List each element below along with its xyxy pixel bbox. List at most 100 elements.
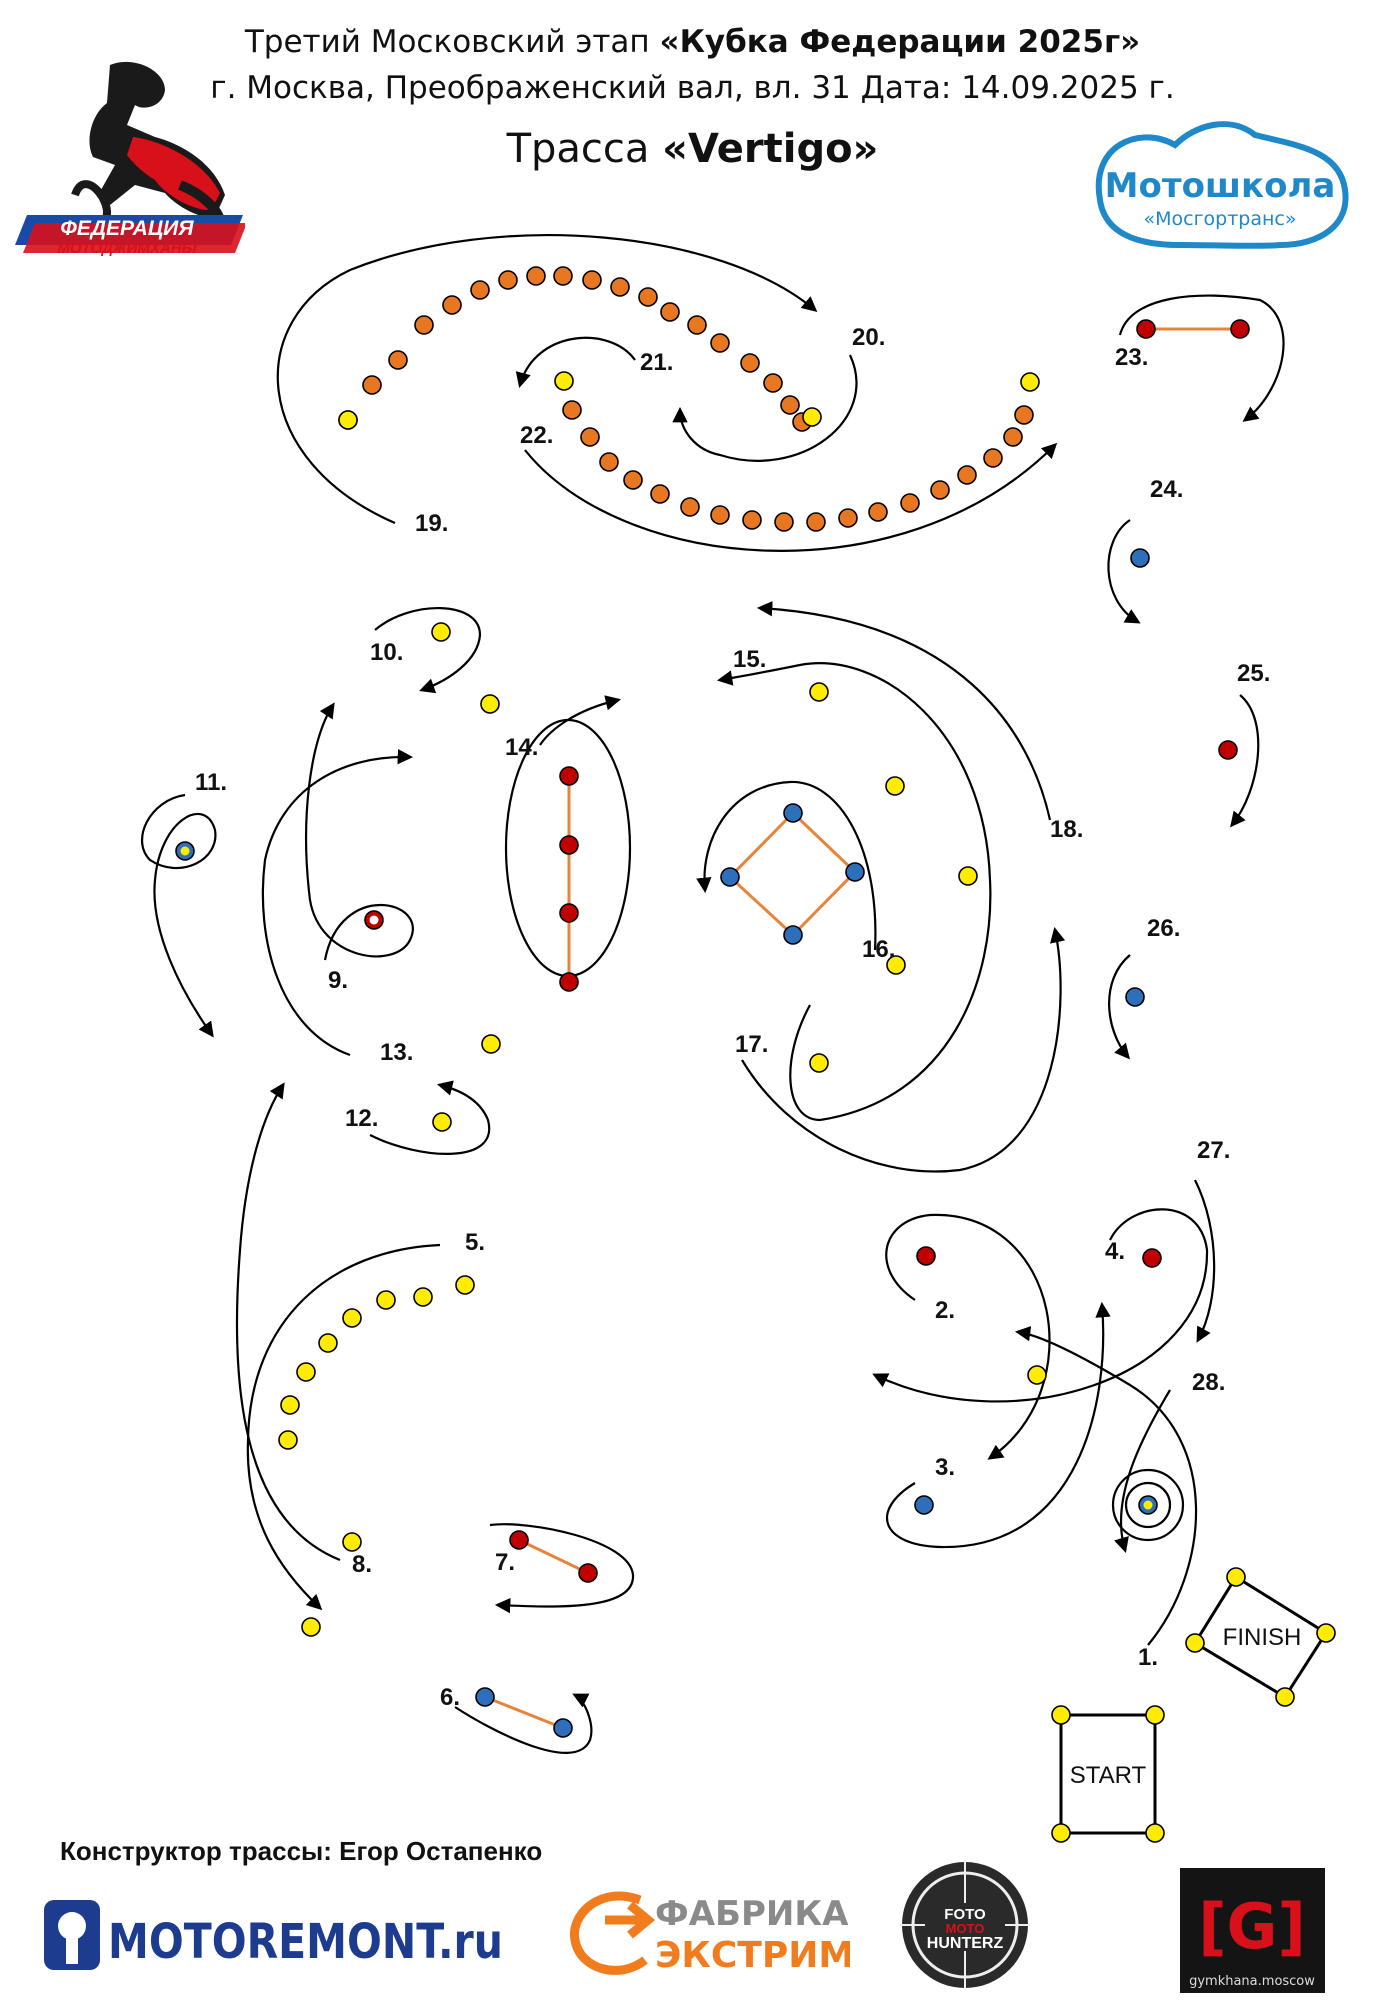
cone-mid-3 xyxy=(885,776,905,796)
federation-logo-line2: МОТОДЖИМХАНЫ xyxy=(57,240,197,257)
path-1 xyxy=(1014,1326,1198,1646)
cone-lower-arc-14 xyxy=(957,465,977,485)
connector-diamond xyxy=(727,810,858,938)
cone-lower-arc-17 xyxy=(1014,405,1034,425)
cone-upper-arc-2 xyxy=(388,350,408,370)
motoschool-logo-line1: Мотошкола xyxy=(1105,166,1336,206)
path-18 xyxy=(756,601,1052,821)
cone-lower-arc-4 xyxy=(650,484,670,504)
path-26 xyxy=(1108,954,1131,1060)
cone-mid-0 xyxy=(431,622,451,642)
cone-diamond-right xyxy=(845,862,865,882)
connectors xyxy=(484,327,1240,1730)
cone-lower-left-2 xyxy=(376,1290,396,1310)
motoremont-logo: MOTOREMONT.ru xyxy=(44,1900,503,1970)
track-title-name: «Vertigo» xyxy=(662,126,879,172)
cone-lower-arc-0 xyxy=(562,400,582,420)
event-location-date: г. Москва, Преображенский вал, вл. 31 Да… xyxy=(210,70,1175,106)
path-25 xyxy=(1230,694,1260,828)
cone-lower-left-1 xyxy=(413,1287,433,1307)
cone-lower-arc-1 xyxy=(580,427,600,447)
cone-2 xyxy=(916,1246,936,1266)
cone-lower-arc-16 xyxy=(1003,427,1023,447)
cone-6b xyxy=(553,1718,573,1738)
gymkhana-url: gymkhana.moscow xyxy=(1189,1974,1315,1989)
cone-lower-left-4 xyxy=(318,1333,338,1353)
element-label-3: 3. xyxy=(935,1454,955,1481)
cone-upper-arc-10 xyxy=(610,277,630,297)
cone-mid-1 xyxy=(480,694,500,714)
cone-start-0 xyxy=(1051,1705,1071,1725)
path-21 xyxy=(515,336,636,388)
element-label-22: 22. xyxy=(520,422,553,449)
cone-14-0 xyxy=(559,766,579,786)
cone-diamond-left xyxy=(720,867,740,887)
cone-9-center xyxy=(369,915,379,925)
element-label-19: 19. xyxy=(415,510,448,537)
cone-lower-arc-9 xyxy=(806,512,826,532)
cone-mid-4 xyxy=(958,866,978,886)
trajectory-lines xyxy=(140,234,1285,1754)
cone-upper-arc-12 xyxy=(660,302,680,322)
path-14 xyxy=(539,695,621,746)
cone-lower-left-9 xyxy=(301,1617,321,1637)
path-15 xyxy=(716,662,992,1122)
fotohunterz-line3: HUNTERZ xyxy=(927,1935,1004,1952)
path-12 xyxy=(369,1080,491,1155)
path-27 xyxy=(1194,1179,1216,1343)
cone-upper-arc-end xyxy=(338,410,358,430)
cone-mid-7 xyxy=(481,1034,501,1054)
cone-6a xyxy=(475,1687,495,1707)
path-3 xyxy=(886,1301,1111,1549)
cone-finish-2 xyxy=(1275,1687,1295,1707)
element-label-17: 17. xyxy=(735,1031,768,1058)
element-labels: 1.2.3.4.5.6.7.8.9.10.11.12.13.14.15.16.1… xyxy=(195,324,1270,1711)
fabrika-logo-line1: ФАБРИКА xyxy=(655,1894,849,1934)
cone-mid-5 xyxy=(886,955,906,975)
element-label-9: 9. xyxy=(328,967,348,994)
cone-upper-arc-15 xyxy=(740,353,760,373)
element-label-10: 10. xyxy=(370,639,403,666)
motoschool-logo: Мотошкола «Мосгортранс» xyxy=(1095,121,1349,249)
cone-lower-arc-6 xyxy=(710,505,730,525)
element-label-23: 23. xyxy=(1115,344,1148,371)
cone-4 xyxy=(1142,1248,1162,1268)
fabrika-ekstrima-logo: ФАБРИКА ЭКСТРИМА xyxy=(569,1891,850,1976)
connector-7 xyxy=(518,1538,589,1575)
cone-lower-left-5 xyxy=(296,1362,316,1382)
cone-lower-left-7 xyxy=(278,1430,298,1450)
fotohunterz-logo: FOTO MOTO HUNTERZ xyxy=(900,1860,1030,1990)
element-label-18: 18. xyxy=(1050,816,1083,843)
cone-lower-arc-12 xyxy=(900,493,920,513)
cone-lower-left-0 xyxy=(455,1275,475,1295)
connector-6 xyxy=(484,1695,564,1730)
element-label-16: 16. xyxy=(862,936,895,963)
cone-14-1 xyxy=(559,835,579,855)
cone-finish-0 xyxy=(1226,1567,1246,1587)
cone-mid-2 xyxy=(809,682,829,702)
path-19 xyxy=(276,234,818,525)
cone-upper-arc-5 xyxy=(470,280,490,300)
start-label: START xyxy=(1070,1762,1147,1789)
cone-upper-arc-13 xyxy=(687,315,707,335)
path-7 xyxy=(489,1523,635,1614)
path-9 xyxy=(305,702,414,961)
path-23 xyxy=(1118,294,1285,422)
element-label-4: 4. xyxy=(1105,1238,1125,1265)
federation-logo: ФЕДЕРАЦИЯ МОТОДЖИМХАНЫ xyxy=(15,61,245,257)
path-2 xyxy=(885,1213,1051,1460)
cone-14-2 xyxy=(559,903,579,923)
cone-upper-arc-inner-end xyxy=(802,407,822,427)
cone-3 xyxy=(914,1495,934,1515)
fabrika-logo-line2: ЭКСТРИМА xyxy=(655,1935,850,1976)
cone-24 xyxy=(1130,548,1150,568)
gymkhana-mark: [G] xyxy=(1198,1890,1306,1963)
cone-lower-arc-7 xyxy=(742,510,762,530)
element-label-7: 7. xyxy=(495,1549,515,1576)
cone-lower-arc-5 xyxy=(680,497,700,517)
cone-finish-3 xyxy=(1185,1633,1205,1653)
path-13 xyxy=(261,748,414,1057)
path-22 xyxy=(524,442,1058,552)
path-20 xyxy=(672,354,858,462)
